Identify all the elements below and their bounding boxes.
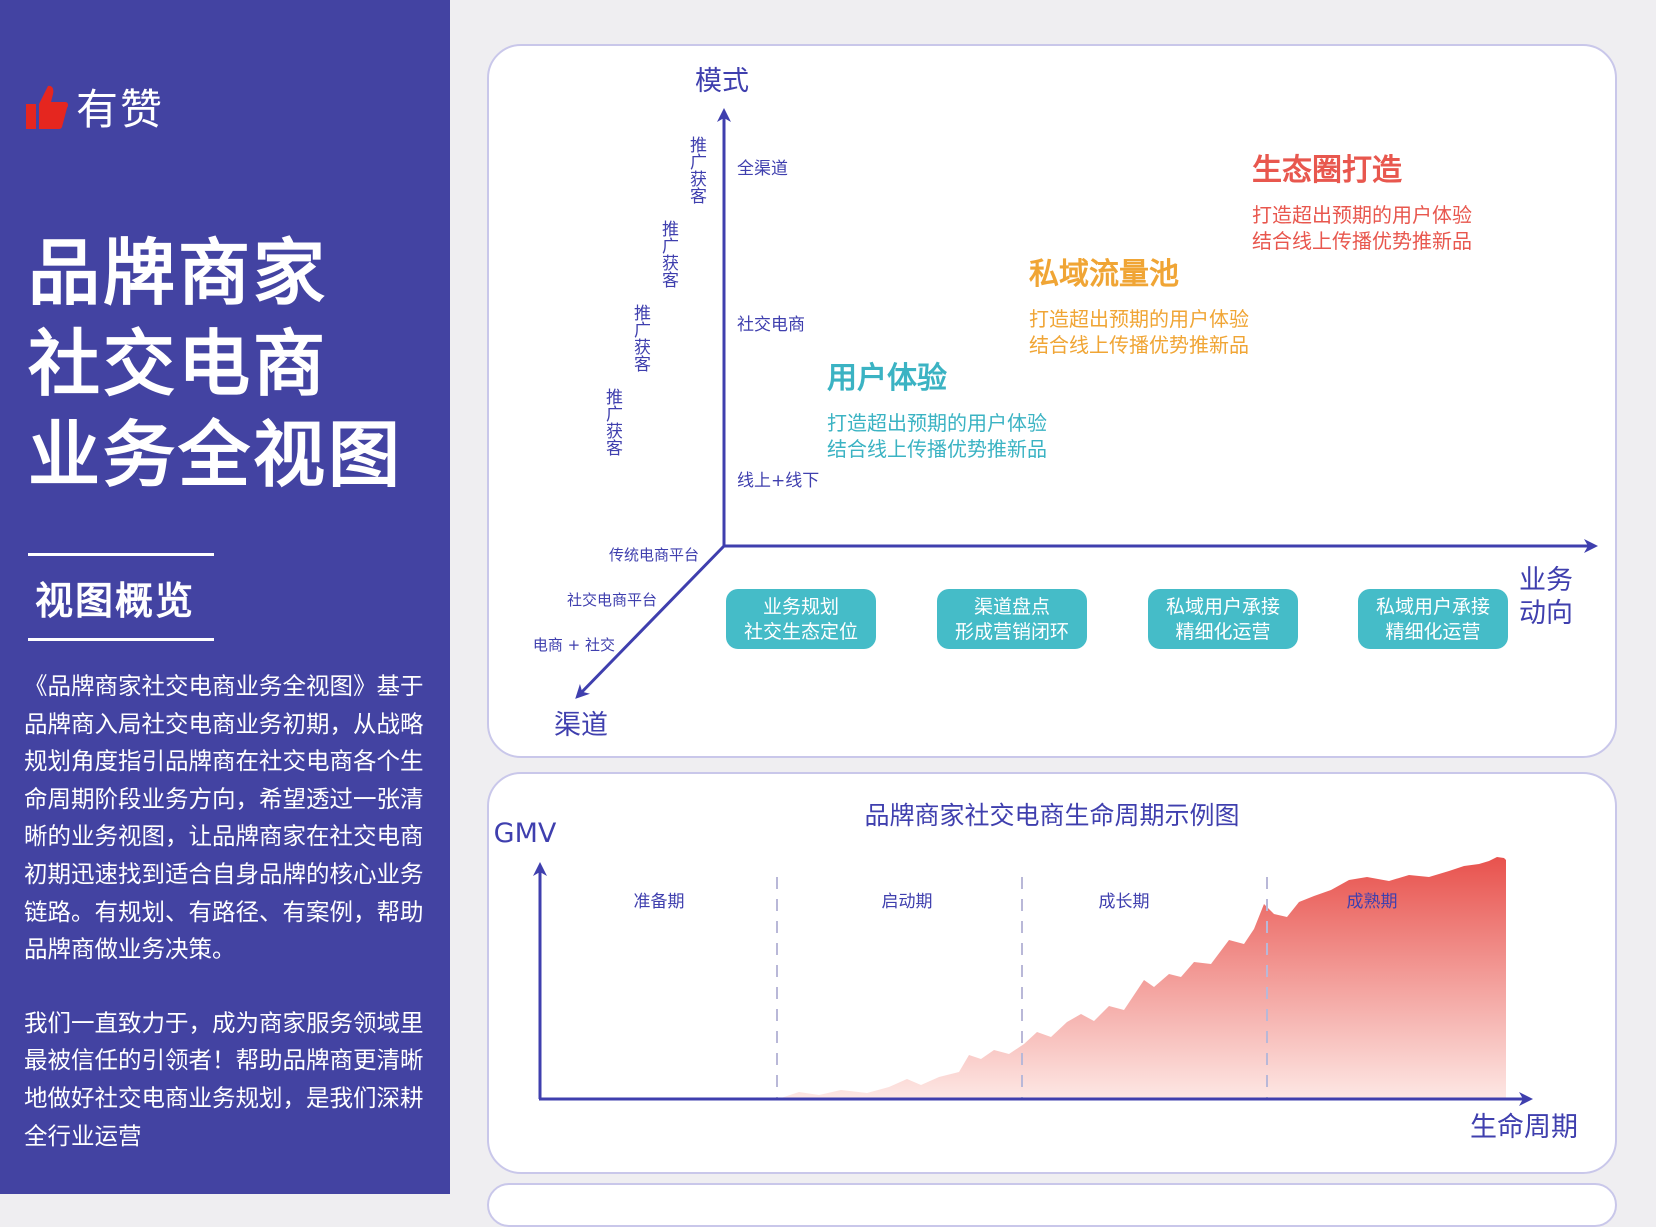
brand-name: 有赞 (76, 85, 165, 134)
diagonal-label-1: 推广获客 (686, 136, 707, 204)
z-tick-ecommerce-social: 电商 + 社交 (533, 636, 615, 654)
title-line-1: 品牌商家 (28, 231, 329, 315)
z-tick-traditional: 传统电商平台 (609, 546, 699, 564)
phase-label-mature: 成熟期 (1347, 891, 1398, 912)
section-heading: 视图概览 (28, 553, 214, 641)
title-line-2: 社交电商 (28, 322, 329, 406)
description: 《品牌商家社交电商业务全视图》基于品牌商入局社交电商业务初期，从战略规划角度指引… (24, 668, 424, 1191)
gmv-area (781, 857, 1506, 1098)
lifecycle-title: 品牌商家社交电商生命周期示例图 (864, 801, 1239, 830)
diagonal-label-4: 推广获客 (602, 388, 623, 456)
gmv-axis-label: GMV (494, 818, 557, 849)
phase-label-growth: 成长期 (1099, 892, 1150, 912)
diagonal-label-3: 推广获客 (630, 304, 651, 372)
x-box-line-2: 精细化运营 (1385, 621, 1480, 643)
section-title: 视图概览 (35, 579, 196, 623)
z-tick-social-platform: 社交电商平台 (567, 591, 657, 609)
x-box-line-2: 社交生态定位 (744, 621, 858, 643)
stage-private-traffic-pool: 私域流量池 打造超出预期的用户体验 结合线上传播优势推新品 (1029, 257, 1249, 357)
business-matrix-diagram: 模式 业务 动向 渠道 全渠道 社交电商 线上+线下 传统电商平台 社交电商平台… (533, 66, 1598, 741)
stage-user-experience: 用户体验 打造超出预期的用户体验 结合线上传播优势推新品 (827, 361, 1047, 461)
stage-line-1: 打造超出预期的用户体验 (1252, 203, 1472, 227)
x-box-line-1: 渠道盘点 (974, 596, 1050, 618)
description-paragraph-1: 《品牌商家社交电商业务全视图》基于品牌商入局社交电商业务初期，从战略规划角度指引… (24, 672, 424, 964)
sidebar: 有赞 品牌商家 社交电商 业务全视图 视图概览 《品牌商家社交电商业务全视图》基… (0, 0, 450, 1194)
lifecycle-axis-label: 生命周期 (1470, 1112, 1578, 1143)
x-box-2: 渠道盘点 形成营销闭环 (937, 589, 1087, 649)
business-matrix-panel: 模式 业务 动向 渠道 全渠道 社交电商 线上+线下 传统电商平台 社交电商平台… (487, 44, 1617, 758)
stage-ecosystem-building: 生态圈打造 打造超出预期的用户体验 结合线上传播优势推新品 (1252, 153, 1472, 253)
lifecycle-panel: 品牌商家社交电商生命周期示例图 GMV 生命周期 准备期 启动期 成长期 成熟期 (487, 772, 1617, 1174)
x-box-line-1: 私域用户承接 (1376, 596, 1490, 618)
description-paragraph-2: 我们一直致力于，成为商家服务领域里最被信任的引领者！帮助品牌商更清晰地做好社交电… (24, 1008, 424, 1150)
brand-logo[interactable]: 有赞 (26, 76, 164, 137)
x-box-line-2: 精细化运营 (1175, 621, 1270, 643)
x-box-line-1: 业务规划 (763, 596, 839, 618)
x-axis-label-line-2: 动向 (1519, 598, 1573, 629)
stage-title: 私域流量池 (1029, 257, 1179, 292)
z-axis (575, 544, 726, 699)
stage-line-1: 打造超出预期的用户体验 (827, 411, 1047, 435)
y-axis-label: 模式 (695, 66, 749, 97)
title-line-3: 业务全视图 (28, 413, 404, 497)
stage-line-2: 结合线上传播优势推新品 (827, 437, 1047, 461)
stage-title: 生态圈打造 (1252, 153, 1402, 188)
diagonal-label-2: 推广获客 (658, 220, 679, 288)
phase-label-launch: 启动期 (882, 892, 933, 912)
stage-line-2: 结合线上传播优势推新品 (1029, 333, 1249, 357)
x-axis-label-line-1: 业务 (1519, 565, 1573, 596)
x-box-line-1: 私域用户承接 (1166, 596, 1280, 618)
thumbs-up-icon (26, 85, 68, 129)
y-tick-online-offline: 线上+线下 (737, 471, 819, 491)
y-tick-all-channel: 全渠道 (737, 159, 788, 179)
lifecycle-diagram: 品牌商家社交电商生命周期示例图 GMV 生命周期 准备期 启动期 成长期 成熟期 (494, 801, 1578, 1143)
phase-label-prepare: 准备期 (634, 892, 685, 912)
stage-title: 用户体验 (827, 361, 947, 396)
next-panel (487, 1183, 1617, 1227)
stage-line-1: 打造超出预期的用户体验 (1029, 307, 1249, 331)
y-tick-social-ecommerce: 社交电商 (737, 315, 805, 335)
z-axis-label: 渠道 (554, 710, 608, 741)
x-box-1: 业务规划 社交生态定位 (726, 589, 876, 649)
stage-line-2: 结合线上传播优势推新品 (1252, 229, 1472, 253)
x-box-3: 私域用户承接 精细化运营 (1148, 589, 1298, 649)
x-box-line-2: 形成营销闭环 (955, 621, 1069, 643)
page-title: 品牌商家 社交电商 业务全视图 (28, 228, 403, 501)
x-box-4: 私域用户承接 精细化运营 (1358, 589, 1508, 649)
